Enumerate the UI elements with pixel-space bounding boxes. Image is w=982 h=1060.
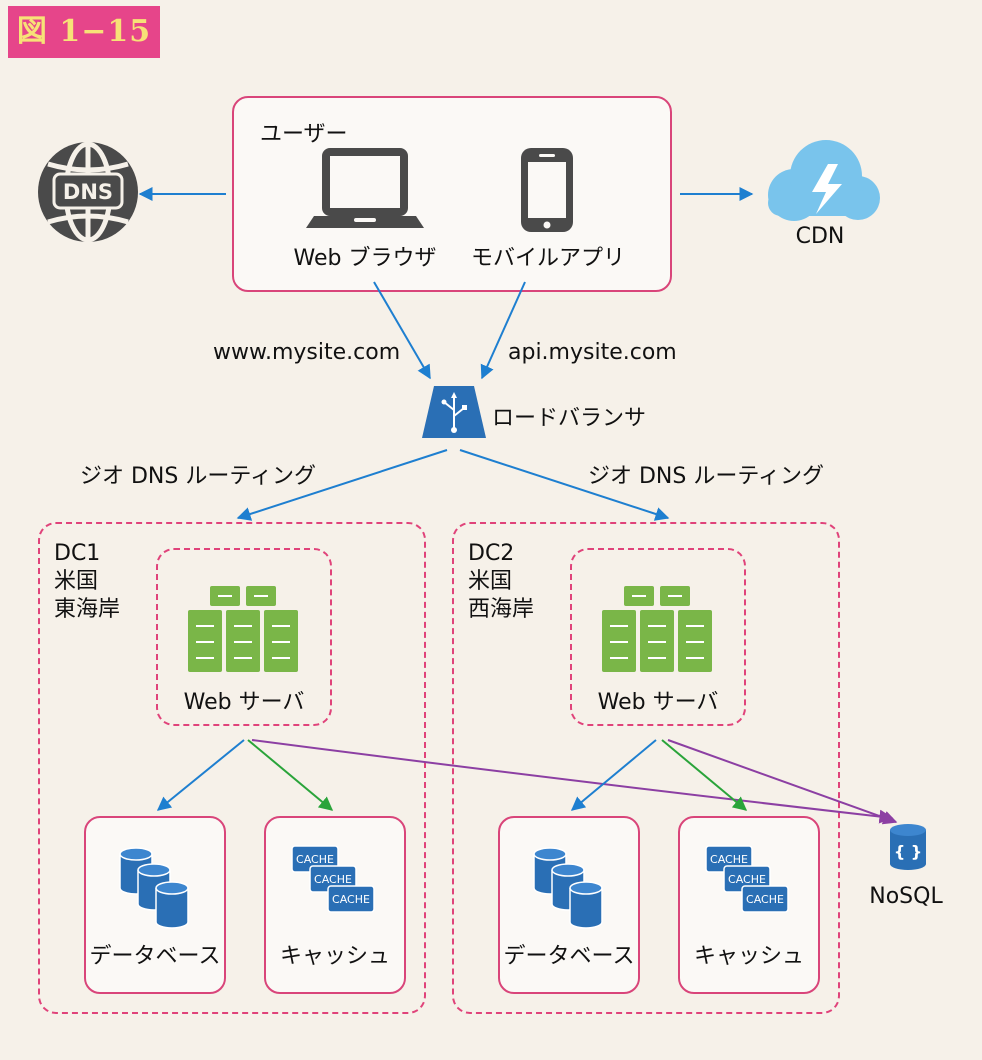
dc1-cache-label: キャッシュ [279, 944, 391, 969]
dc2-web-server-label: Web サーバ [597, 690, 719, 715]
dc2-ws-to-cache-arrow [661, 739, 748, 811]
dc1-region: 東海岸 [54, 597, 121, 622]
cache-icon-text: CACHE [332, 893, 370, 906]
api-domain-label: api.mysite.com [508, 340, 677, 365]
dc2-box [452, 522, 840, 1014]
dc2-ws-to-nosql-arrow [667, 739, 898, 825]
figure-label: 図 1−15 [8, 6, 160, 58]
dc1-cache-icon: CACHE CACHE CACHE [291, 845, 375, 913]
mobile-to-lb-arrow [480, 281, 526, 380]
load-balancer-label: ロードバランサ [492, 406, 647, 431]
dc2-cache-icon: CACHE CACHE CACHE [705, 845, 789, 913]
nosql-label: NoSQL [869, 884, 943, 909]
cache-icon-text: CACHE [296, 853, 334, 866]
dc1-ws-to-nosql-arrow [251, 739, 894, 824]
dc2-label: DC2 米国 西海岸 [468, 540, 534, 624]
cache-icon-text: CACHE [728, 873, 766, 886]
lb-to-dc2-arrow [459, 449, 670, 521]
dc1-database-label: データベース [89, 944, 221, 969]
dns-icon-text: DNS [63, 180, 113, 204]
dc2-name: DC2 [468, 541, 515, 566]
dc2-region: 西海岸 [468, 597, 535, 622]
web-domain-label: www.mysite.com [213, 340, 401, 365]
dc1-name: DC1 [54, 541, 101, 566]
users-title: ユーザー [260, 122, 348, 147]
laptop-icon [306, 148, 424, 228]
cache-icon-text: CACHE [710, 853, 748, 866]
dc1-country: 米国 [54, 569, 99, 594]
geo-routing-right-label: ジオ DNS ルーティング [588, 464, 825, 489]
dns-globe-icon: DNS [38, 141, 138, 243]
dc1-ws-to-db-arrow [156, 739, 245, 811]
dc2-database-icon [533, 847, 603, 929]
dc2-web-server-icon [601, 585, 713, 673]
dc2-database-label: データベース [503, 944, 635, 969]
cdn-label: CDN [795, 224, 845, 249]
svg-text:{ }: { } [894, 842, 922, 861]
load-balancer-icon [422, 386, 486, 438]
geo-routing-left-label: ジオ DNS ルーティング [80, 464, 317, 489]
dc1-database-icon [119, 847, 189, 929]
web-browser-label: Web ブラウザ [293, 246, 437, 271]
dc2-web-server-box [570, 548, 746, 726]
nosql-icon: { } [890, 824, 926, 870]
mobile-app-label: モバイルアプリ [470, 246, 626, 271]
dc2-ws-to-db-arrow [570, 739, 657, 811]
cache-icon-text: CACHE [314, 873, 352, 886]
cache-icon-text: CACHE [746, 893, 784, 906]
dc1-ws-to-cache-arrow [247, 739, 334, 811]
users-box [232, 96, 672, 292]
cdn-cloud-icon [768, 140, 880, 221]
mobile-phone-icon [521, 148, 573, 232]
lb-to-dc1-arrow [236, 449, 448, 521]
dc2-country: 米国 [468, 569, 513, 594]
dc1-label: DC1 米国 東海岸 [54, 540, 120, 624]
dc1-web-server-icon [187, 585, 299, 673]
dc1-box [38, 522, 426, 1014]
browser-to-lb-arrow [373, 281, 431, 380]
dc1-web-server-label: Web サーバ [183, 690, 305, 715]
dc2-cache-label: キャッシュ [693, 944, 805, 969]
dc1-web-server-box [156, 548, 332, 726]
